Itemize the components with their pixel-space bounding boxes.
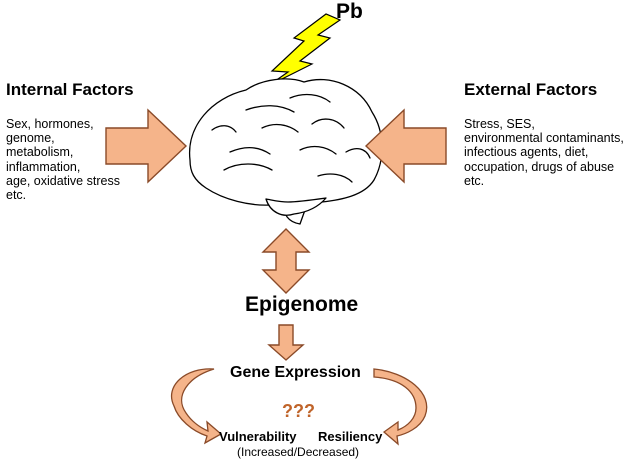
resiliency-label: Resiliency [318,429,383,444]
lightning-icon [267,13,342,87]
down-arrow [267,324,305,361]
increased-decreased-label: (Increased/Decreased) [237,445,360,459]
list-item: Sex, hormones, [6,117,94,131]
brain-icon [188,78,383,225]
gene-expression-label: Gene Expression [230,364,361,381]
external-arrow [364,108,447,184]
question-marks: ??? [282,401,315,421]
list-item: occupation, drugs of abuse [464,159,615,174]
list-item: age, oxidative stress [6,173,120,188]
bidirectional-arrow [261,228,311,294]
list-item: environmental contaminants, [464,131,624,146]
external-factors-title: External Factors [464,80,598,99]
vulnerability-label: Vulnerability [219,429,297,444]
lead-label: Pb [336,0,363,23]
internal-arrow [105,108,188,184]
list-item: metabolism, [6,145,74,160]
list-item: infectious agents, diet, [464,145,589,160]
epigenome-label: Epigenome [245,293,359,316]
list-item: inflammation, [6,159,81,174]
list-item: Stress, SES, [464,117,535,131]
internal-factors-list: Sex, hormones, genome, metabolism, infla… [6,117,120,202]
internal-factors-title: Internal Factors [6,80,134,99]
left-curved-arrow [171,368,223,445]
list-item: genome, [6,131,55,146]
list-item: etc. [464,173,485,188]
list-item: etc. [6,188,27,203]
external-factors-list: Stress, SES, environmental contaminants,… [464,117,624,188]
right-curved-arrow [373,368,428,446]
